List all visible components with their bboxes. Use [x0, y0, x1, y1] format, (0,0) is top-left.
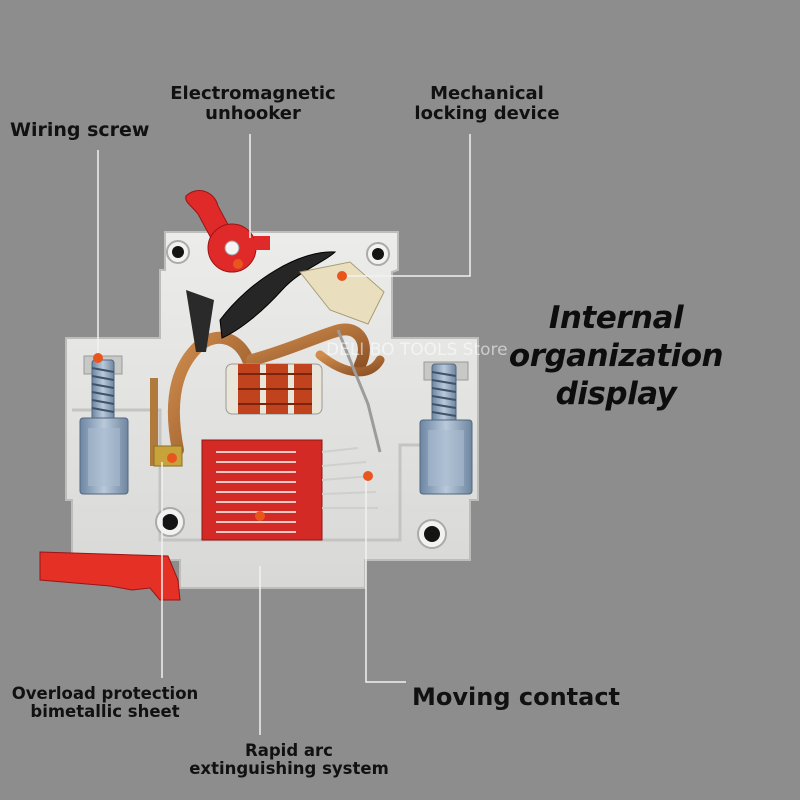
label-mechanical-line2: locking device: [414, 103, 560, 125]
label-overload-line2: bimetallic sheet: [30, 702, 180, 722]
trip-lever: [219, 251, 337, 339]
store-watermark: DELI BO TOOLS Store: [326, 340, 508, 360]
label-mechanical-line1: Mechanical: [430, 83, 544, 104]
moving-contact-arm: [336, 329, 382, 453]
label-mechanical-locking-device: Mechanical locking device: [412, 83, 562, 125]
left-terminal: [79, 355, 129, 495]
mounting-holes: [155, 240, 447, 549]
label-electromagnetic-line1: Electromagnetic: [170, 83, 336, 104]
latch-arm: [186, 290, 214, 352]
right-terminal: [419, 361, 473, 495]
label-electromagnetic-unhooker: Electromagnetic unhooker: [164, 83, 342, 125]
label-arc-line1: Rapid arc: [245, 741, 333, 760]
label-wiring-screw: Wiring screw: [10, 119, 150, 141]
marker-dots: [93, 259, 373, 521]
mechanical-locking-block: [299, 261, 385, 325]
label-electromagnetic-line2: unhooker: [205, 103, 301, 125]
arc-chute-icon: [201, 439, 378, 541]
label-moving-contact: Moving contact: [412, 683, 621, 711]
diagram-heading: Internal organization display: [440, 300, 792, 413]
heading-line2: display: [555, 375, 677, 412]
label-rapid-arc: Rapid arc extinguishing system: [188, 741, 390, 779]
bimetallic-sheet: [150, 378, 158, 466]
label-overload-protection: Overload protection bimetallic sheet: [10, 684, 200, 722]
handle-icon: [185, 190, 270, 273]
leader-lines: [97, 134, 471, 735]
solenoid-coil-icon: [225, 363, 323, 415]
heading-line1: Internal organization: [508, 300, 724, 374]
din-clip-icon: [39, 551, 181, 601]
label-arc-line2: extinguishing system: [189, 759, 389, 779]
label-overload-line1: Overload protection: [11, 684, 199, 703]
